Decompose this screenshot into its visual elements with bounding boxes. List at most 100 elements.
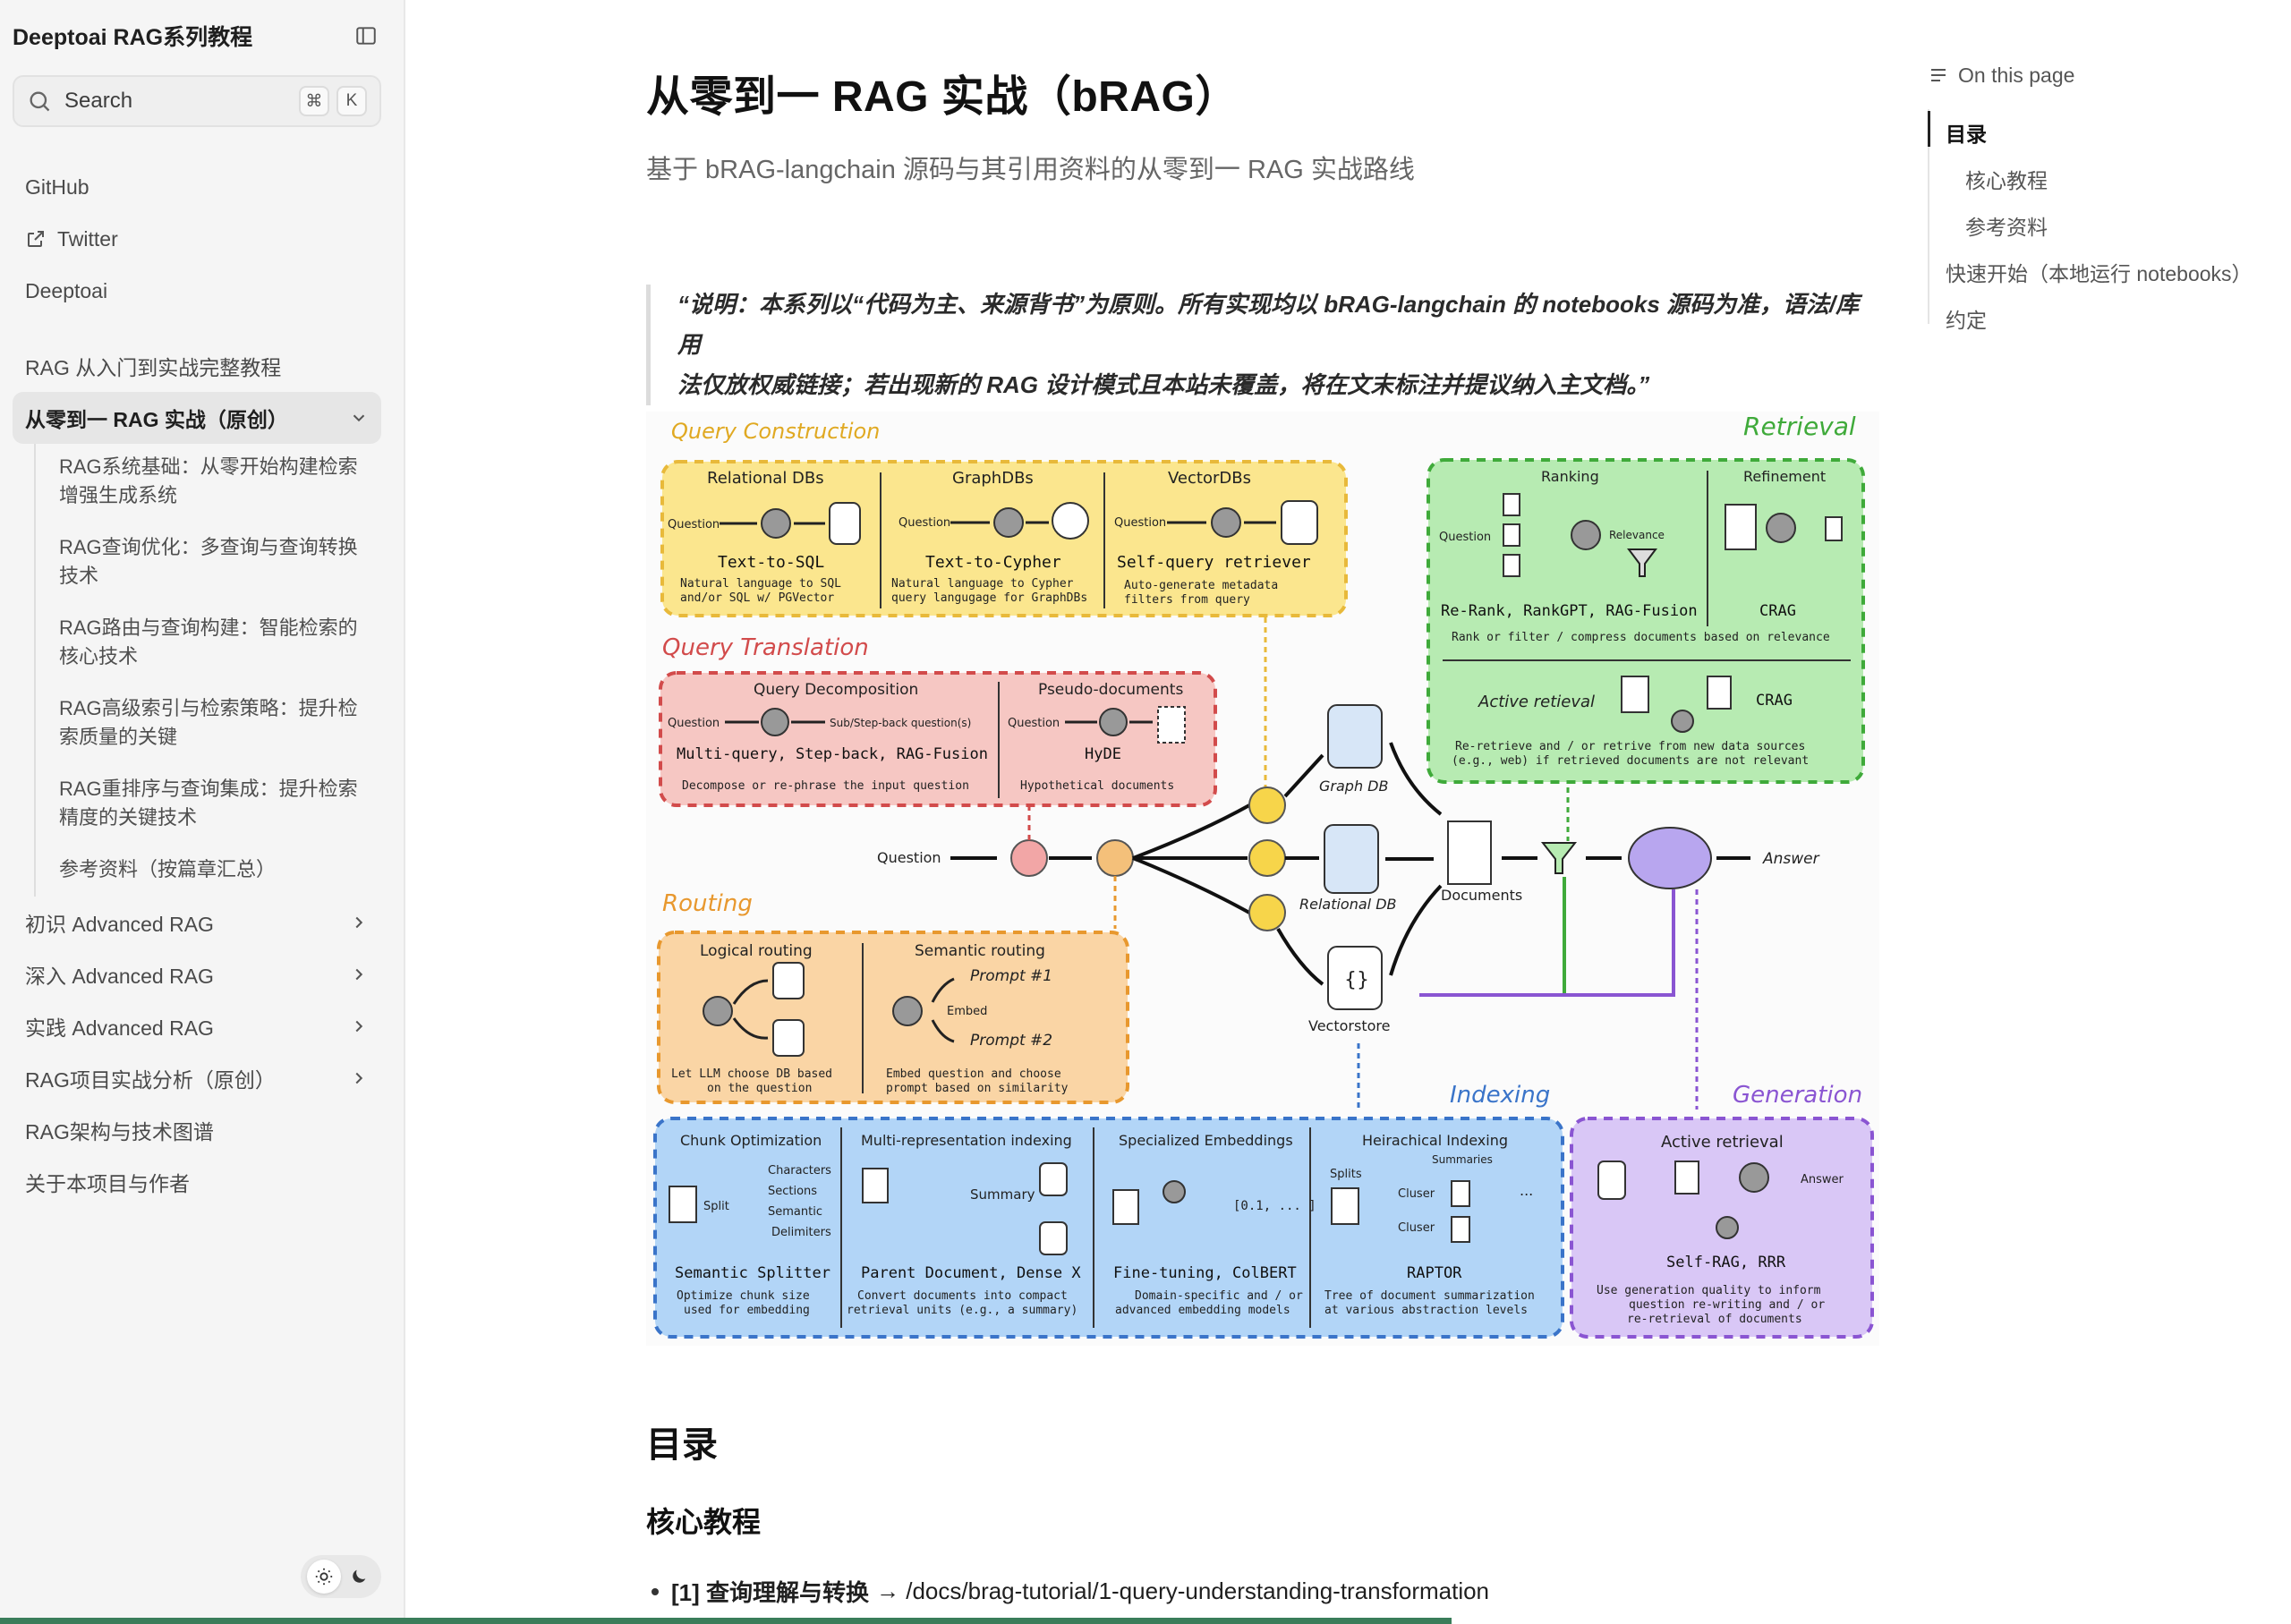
site-title[interactable]: Deeptoai RAG系列教程 bbox=[13, 25, 253, 50]
svg-text:Natural language to SQL: Natural language to SQL bbox=[680, 577, 841, 591]
toc-item[interactable]: 核心教程 bbox=[1965, 169, 2048, 192]
sun-icon[interactable] bbox=[306, 1560, 341, 1594]
nav-item-brag-active[interactable]: 从零到一 RAG 实战（原创） bbox=[13, 392, 381, 444]
progress-bar bbox=[0, 1618, 1452, 1624]
sidebar: Deeptoai RAG系列教程 Search ⌘ K GitHub Twitt… bbox=[0, 0, 405, 1624]
nav-link-twitter[interactable]: Twitter bbox=[13, 213, 381, 265]
svg-text:Prompt #1: Prompt #1 bbox=[970, 967, 1052, 985]
chevron-right-icon bbox=[355, 1072, 363, 1084]
svg-text:Vectorstore: Vectorstore bbox=[1308, 1017, 1390, 1034]
nav-sub-item[interactable]: RAG查询优化：多查询与查询转换技术 bbox=[59, 536, 358, 587]
svg-text:Cluser: Cluser bbox=[1398, 1187, 1435, 1201]
svg-text:Question: Question bbox=[1114, 516, 1166, 530]
svg-text:and/or SQL w/ PGVector: and/or SQL w/ PGVector bbox=[680, 591, 834, 605]
nav-sub-item[interactable]: RAG高级索引与检索策略：提升检索质量的关键 bbox=[59, 697, 358, 748]
svg-text:Answer: Answer bbox=[1801, 1173, 1844, 1186]
on-this-page: On this page 目录 核心教程 参考资料 快速开始（本地运行 note… bbox=[1928, 61, 2286, 342]
label-generation: Generation bbox=[1733, 1082, 1862, 1109]
toc-item[interactable]: 约定 bbox=[1946, 309, 1987, 332]
svg-text:Graph DB: Graph DB bbox=[1319, 778, 1388, 795]
nav-sub-item[interactable]: 参考资料（按篇章汇总） bbox=[59, 858, 277, 880]
svg-text:Hypothetical documents: Hypothetical documents bbox=[1020, 779, 1174, 793]
main-content: 从零到一 RAG 实战（bRAG） 基于 bRAG-langchain 源码与其… bbox=[646, 0, 1881, 1624]
nav-link-label: GitHub bbox=[25, 174, 89, 199]
search-placeholder: Search bbox=[64, 89, 133, 113]
svg-text:Split: Split bbox=[703, 1200, 729, 1213]
svg-text:filters from query: filters from query bbox=[1124, 593, 1250, 607]
search-input[interactable]: Search ⌘ K bbox=[13, 75, 381, 127]
svg-text:HyDE: HyDE bbox=[1085, 745, 1121, 763]
toc-active-indicator bbox=[1928, 111, 1930, 147]
svg-text:Relational DB: Relational DB bbox=[1299, 896, 1397, 913]
shortcut-key-cmd: ⌘ bbox=[299, 86, 329, 116]
quote-line-1: “说明：本系列以“代码为主、来源背书”为原则。所有实现均以 bRAG-langc… bbox=[677, 291, 1860, 358]
svg-text:Question: Question bbox=[1439, 531, 1491, 544]
svg-text:Semantic routing: Semantic routing bbox=[915, 942, 1045, 960]
nav-item-collapsed[interactable]: 深入 Advanced RAG bbox=[13, 948, 381, 1000]
svg-text:Chunk Optimization: Chunk Optimization bbox=[680, 1132, 822, 1149]
moon-icon[interactable] bbox=[342, 1560, 376, 1594]
svg-text:retrieval units (e.g., a summa: retrieval units (e.g., a summary) bbox=[847, 1304, 1077, 1317]
svg-text:Semantic Splitter: Semantic Splitter bbox=[675, 1264, 830, 1282]
flow-node-orange bbox=[1096, 839, 1134, 877]
svg-text:Relational DBs: Relational DBs bbox=[707, 469, 824, 488]
svg-text:query langugage for GraphDBs: query langugage for GraphDBs bbox=[891, 591, 1087, 605]
svg-text:at various abstraction levels: at various abstraction levels bbox=[1324, 1304, 1528, 1317]
nav-item-label: 实践 Advanced RAG bbox=[25, 1016, 214, 1040]
svg-text:Optimize chunk size: Optimize chunk size bbox=[677, 1289, 810, 1303]
svg-text:Use generation quality to info: Use generation quality to inform bbox=[1597, 1284, 1821, 1297]
svg-text:Text-to-SQL: Text-to-SQL bbox=[718, 553, 824, 572]
svg-text:Fine-tuning, ColBERT: Fine-tuning, ColBERT bbox=[1113, 1264, 1297, 1282]
label-query-construction: Query Construction bbox=[671, 419, 880, 444]
svg-text:Multi-query, Step-back, RAG-Fu: Multi-query, Step-back, RAG-Fusion bbox=[677, 745, 988, 763]
svg-text:Sub/Step-back question(s): Sub/Step-back question(s) bbox=[830, 717, 971, 729]
nav-sub-item[interactable]: RAG路由与查询构建：智能检索的核心技术 bbox=[59, 616, 358, 667]
nav-item-label: 从零到一 RAG 实战（原创） bbox=[25, 408, 288, 431]
toc-item[interactable]: 快速开始（本地运行 notebooks） bbox=[1946, 262, 2253, 285]
nav-item-rag-intro[interactable]: RAG 从入门到实战完整教程 bbox=[13, 340, 381, 392]
toc-item[interactable]: 参考资料 bbox=[1965, 216, 2048, 239]
quote-line-2: 法仅放权威链接；若出现新的 RAG 设计模式且本站未覆盖，将在文末标注并提议纳入… bbox=[677, 371, 1650, 398]
sidebar-collapse-icon[interactable] bbox=[351, 21, 381, 51]
nav-item-collapsed[interactable]: RAG项目实战分析（原创） bbox=[13, 1052, 381, 1104]
note-blockquote: “说明：本系列以“代码为主、来源背书”为原则。所有实现均以 bRAG-langc… bbox=[646, 285, 1881, 405]
rag-overview-diagram: Query Construction Relational DBs GraphD… bbox=[646, 412, 1879, 1346]
label-routing: Routing bbox=[662, 890, 753, 917]
svg-text:[0.1, ... ]: [0.1, ... ] bbox=[1233, 1199, 1316, 1213]
toc-list: 目录 核心教程 参考资料 快速开始（本地运行 notebooks） 约定 bbox=[1928, 109, 2286, 342]
label-retrieval: Retrieval bbox=[1743, 412, 1856, 441]
svg-text:Cluser: Cluser bbox=[1398, 1221, 1435, 1235]
svg-text:Heirachical Indexing: Heirachical Indexing bbox=[1362, 1132, 1508, 1149]
list-item[interactable]: [1] 查询理解与转换 → /docs/brag-tutorial/1-quer… bbox=[646, 1575, 1489, 1608]
nav-item-label: RAG架构与技术图谱 bbox=[25, 1120, 214, 1144]
nav-item-collapsed[interactable]: 初识 Advanced RAG bbox=[13, 897, 381, 948]
nav-item-about[interactable]: 关于本项目与作者 bbox=[13, 1156, 381, 1208]
svg-text:Re-retrieve and / or retrive f: Re-retrieve and / or retrive from new da… bbox=[1455, 740, 1805, 753]
svg-text:Logical routing: Logical routing bbox=[700, 942, 813, 960]
svg-text:Let LLM choose DB based: Let LLM choose DB based bbox=[671, 1067, 832, 1081]
nav-item-architecture[interactable]: RAG架构与技术图谱 bbox=[13, 1104, 381, 1156]
svg-text:Self-RAG, RRR: Self-RAG, RRR bbox=[1666, 1254, 1786, 1271]
svg-text:Pseudo-documents: Pseudo-documents bbox=[1038, 681, 1183, 699]
toc-item[interactable]: 目录 bbox=[1946, 123, 1987, 146]
nav-item-label: 关于本项目与作者 bbox=[25, 1172, 190, 1195]
nav-link-github[interactable]: GitHub bbox=[13, 161, 381, 213]
nav-link-deeptoai[interactable]: Deeptoai bbox=[13, 265, 381, 317]
svg-text:question re-writing and / or: question re-writing and / or bbox=[1629, 1298, 1825, 1312]
svg-text:Question: Question bbox=[668, 518, 720, 531]
nav-sub-item[interactable]: RAG重排序与查询集成：提升检索精度的关键技术 bbox=[59, 778, 358, 829]
nav-item-collapsed[interactable]: 实践 Advanced RAG bbox=[13, 1000, 381, 1052]
svg-text:re-retrieval of documents: re-retrieval of documents bbox=[1627, 1313, 1802, 1326]
theme-toggle[interactable] bbox=[301, 1555, 381, 1598]
nav-item-label: 深入 Advanced RAG bbox=[25, 965, 214, 988]
flow-node-pink bbox=[1010, 839, 1048, 877]
list-item-path[interactable]: → /docs/brag-tutorial/1-query-understand… bbox=[876, 1577, 1490, 1604]
page-subtitle: 基于 bRAG-langchain 源码与其引用资料的从零到一 RAG 实战路线 bbox=[646, 156, 1415, 184]
svg-text:Splits: Splits bbox=[1330, 1168, 1362, 1181]
svg-text:used for embedding: used for embedding bbox=[684, 1304, 810, 1317]
chevron-right-icon bbox=[355, 916, 363, 929]
nav-item-label: RAG项目实战分析（原创） bbox=[25, 1068, 276, 1092]
svg-text:Ranking: Ranking bbox=[1541, 468, 1599, 485]
nav-sub-item[interactable]: RAG系统基础：从零开始构建检索增强生成系统 bbox=[59, 455, 358, 506]
